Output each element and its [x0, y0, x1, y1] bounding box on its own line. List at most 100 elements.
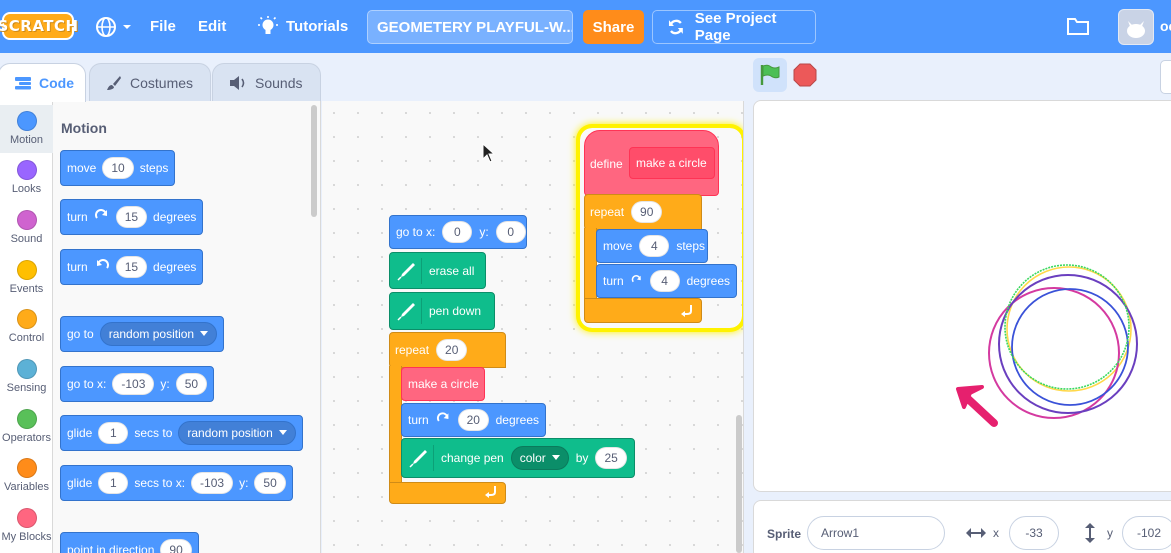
pen-param-dropdown[interactable]: color: [510, 446, 569, 470]
sound-category-icon: [16, 210, 37, 230]
block-text: pen down: [429, 304, 482, 318]
folder-icon: [1067, 18, 1089, 35]
degrees-input[interactable]: 15: [115, 206, 148, 228]
globe-icon: [96, 16, 116, 37]
sensing-category-icon: [16, 359, 37, 379]
category-sound[interactable]: Sound: [0, 204, 53, 252]
script-erase-all-block[interactable]: erase all: [389, 252, 486, 289]
block-palette: Motion move 10 steps turn 15 degrees tur…: [53, 101, 321, 553]
repeat-count-input[interactable]: 90: [631, 201, 663, 223]
category-control[interactable]: Control: [0, 303, 53, 351]
stop-button[interactable]: [792, 62, 818, 88]
steps-input[interactable]: 4: [639, 235, 670, 257]
stage-canvas[interactable]: [753, 100, 1171, 492]
rotate-clockwise-icon: [94, 209, 107, 219]
y-input[interactable]: 50: [175, 373, 208, 395]
block-text: y:: [160, 377, 170, 391]
refresh-icon: [668, 19, 683, 35]
block-text: move: [67, 161, 97, 175]
block-text: turn: [67, 260, 88, 274]
my-stuff-button[interactable]: [1066, 15, 1090, 42]
dropdown-value: random position: [187, 426, 273, 440]
lightbulb-icon: [258, 15, 278, 34]
define-proc-name[interactable]: make a circle: [629, 147, 715, 179]
category-events[interactable]: Events: [0, 254, 53, 302]
pen-icon: [396, 298, 422, 324]
palette-point-direction-block[interactable]: point in direction 90: [60, 532, 199, 553]
category-variables[interactable]: Variables: [0, 452, 53, 500]
x-input[interactable]: -103: [191, 472, 234, 494]
category-label: Motion: [9, 134, 44, 146]
glide-target-dropdown[interactable]: random position: [178, 421, 296, 445]
block-text: go to: [67, 327, 94, 341]
scratch-logo[interactable]: SCRATCH: [0, 12, 78, 40]
edit-menu[interactable]: Edit: [198, 18, 227, 35]
y-input[interactable]: 50: [254, 472, 286, 494]
tab-sounds[interactable]: Sounds: [212, 63, 321, 101]
direction-input[interactable]: 90: [160, 539, 192, 553]
category-my-blocks[interactable]: My Blocks: [0, 502, 53, 550]
palette-gotoxy-block[interactable]: go to x: -103 y: 50: [60, 366, 215, 402]
block-text: erase all: [429, 263, 475, 278]
script-gotoxy-block[interactable]: go to x: 0 y: 0: [389, 215, 527, 249]
script-turn-block[interactable]: turn 20 degrees: [401, 403, 546, 437]
script-change-pen-block[interactable]: change pen color by 25: [401, 438, 635, 478]
tutorials-label: Tutorials: [286, 18, 349, 35]
palette-scrollbar[interactable]: [311, 105, 317, 217]
x-label: x: [993, 526, 999, 540]
category-operators[interactable]: Operators: [0, 403, 53, 451]
dropdown-value: random position: [108, 327, 195, 341]
script-pen-down-block[interactable]: pen down: [389, 292, 495, 330]
sprite-y-input[interactable]: -102: [1122, 516, 1171, 550]
stop-sign-icon: [793, 63, 817, 87]
stage-size-toggle[interactable]: [1160, 60, 1171, 94]
category-motion[interactable]: Motion: [0, 105, 53, 153]
degrees-input[interactable]: 20: [457, 409, 489, 431]
degrees-input[interactable]: 4: [649, 270, 680, 292]
category-sensing[interactable]: Sensing: [0, 353, 53, 401]
pen-drawing: [988, 264, 1138, 419]
sprite-x-input[interactable]: -33: [1009, 516, 1059, 550]
tab-code[interactable]: Code: [0, 63, 86, 102]
username-label[interactable]: oc: [1160, 18, 1171, 34]
sprite-name-input[interactable]: Arrow1: [807, 516, 945, 550]
cat-avatar-icon: [1127, 21, 1145, 38]
category-looks[interactable]: Looks: [0, 154, 53, 202]
define-move-block[interactable]: move 4 steps: [596, 229, 708, 263]
file-menu[interactable]: File: [150, 18, 176, 35]
see-project-page-button[interactable]: See Project Page: [652, 10, 816, 44]
repeat-count-input[interactable]: 20: [436, 339, 468, 361]
x-input[interactable]: -103: [112, 373, 155, 395]
define-turn-block[interactable]: turn 4 degrees: [596, 264, 737, 298]
palette-turn-left-block[interactable]: turn 15 degrees: [60, 249, 204, 285]
steps-input[interactable]: 10: [102, 157, 134, 179]
caret-down-icon: [278, 430, 287, 435]
share-button[interactable]: Share: [583, 10, 644, 44]
motion-category-icon: [16, 111, 37, 131]
palette-glide-to-block[interactable]: glide 1 secs to random position: [60, 415, 303, 451]
script-area[interactable]: go to x: 0 y: 0 erase all pen down repea…: [322, 101, 744, 553]
tutorials-button[interactable]: Tutorials: [258, 0, 348, 53]
secs-input[interactable]: 1: [98, 422, 129, 444]
project-title-input[interactable]: GEOMETERY PLAYFUL-W...: [367, 10, 573, 44]
script-call-make-circle-block[interactable]: make a circle: [401, 367, 485, 401]
language-menu[interactable]: [95, 0, 133, 53]
palette-move-block[interactable]: move 10 steps: [60, 150, 176, 186]
palette-goto-block[interactable]: go to random position: [60, 316, 225, 352]
green-flag-button[interactable]: [753, 58, 787, 92]
goto-target-dropdown[interactable]: random position: [99, 322, 218, 346]
tab-costumes[interactable]: Costumes: [89, 63, 211, 101]
block-text: move: [603, 239, 633, 253]
change-amount-input[interactable]: 25: [595, 447, 627, 469]
palette-turn-right-block[interactable]: turn 15 degrees: [60, 199, 204, 235]
block-text: glide: [67, 426, 93, 440]
avatar[interactable]: [1118, 9, 1154, 45]
category-label: Variables: [3, 481, 50, 493]
secs-input[interactable]: 1: [98, 472, 129, 494]
degrees-input[interactable]: 15: [115, 256, 148, 278]
tab-costumes-label: Costumes: [130, 74, 194, 91]
palette-glide-xy-block[interactable]: glide 1 secs to x: -103 y: 50: [60, 465, 293, 501]
y-input[interactable]: 0: [495, 221, 526, 243]
script-area-scrollbar[interactable]: [736, 415, 742, 553]
x-input[interactable]: 0: [442, 221, 473, 243]
